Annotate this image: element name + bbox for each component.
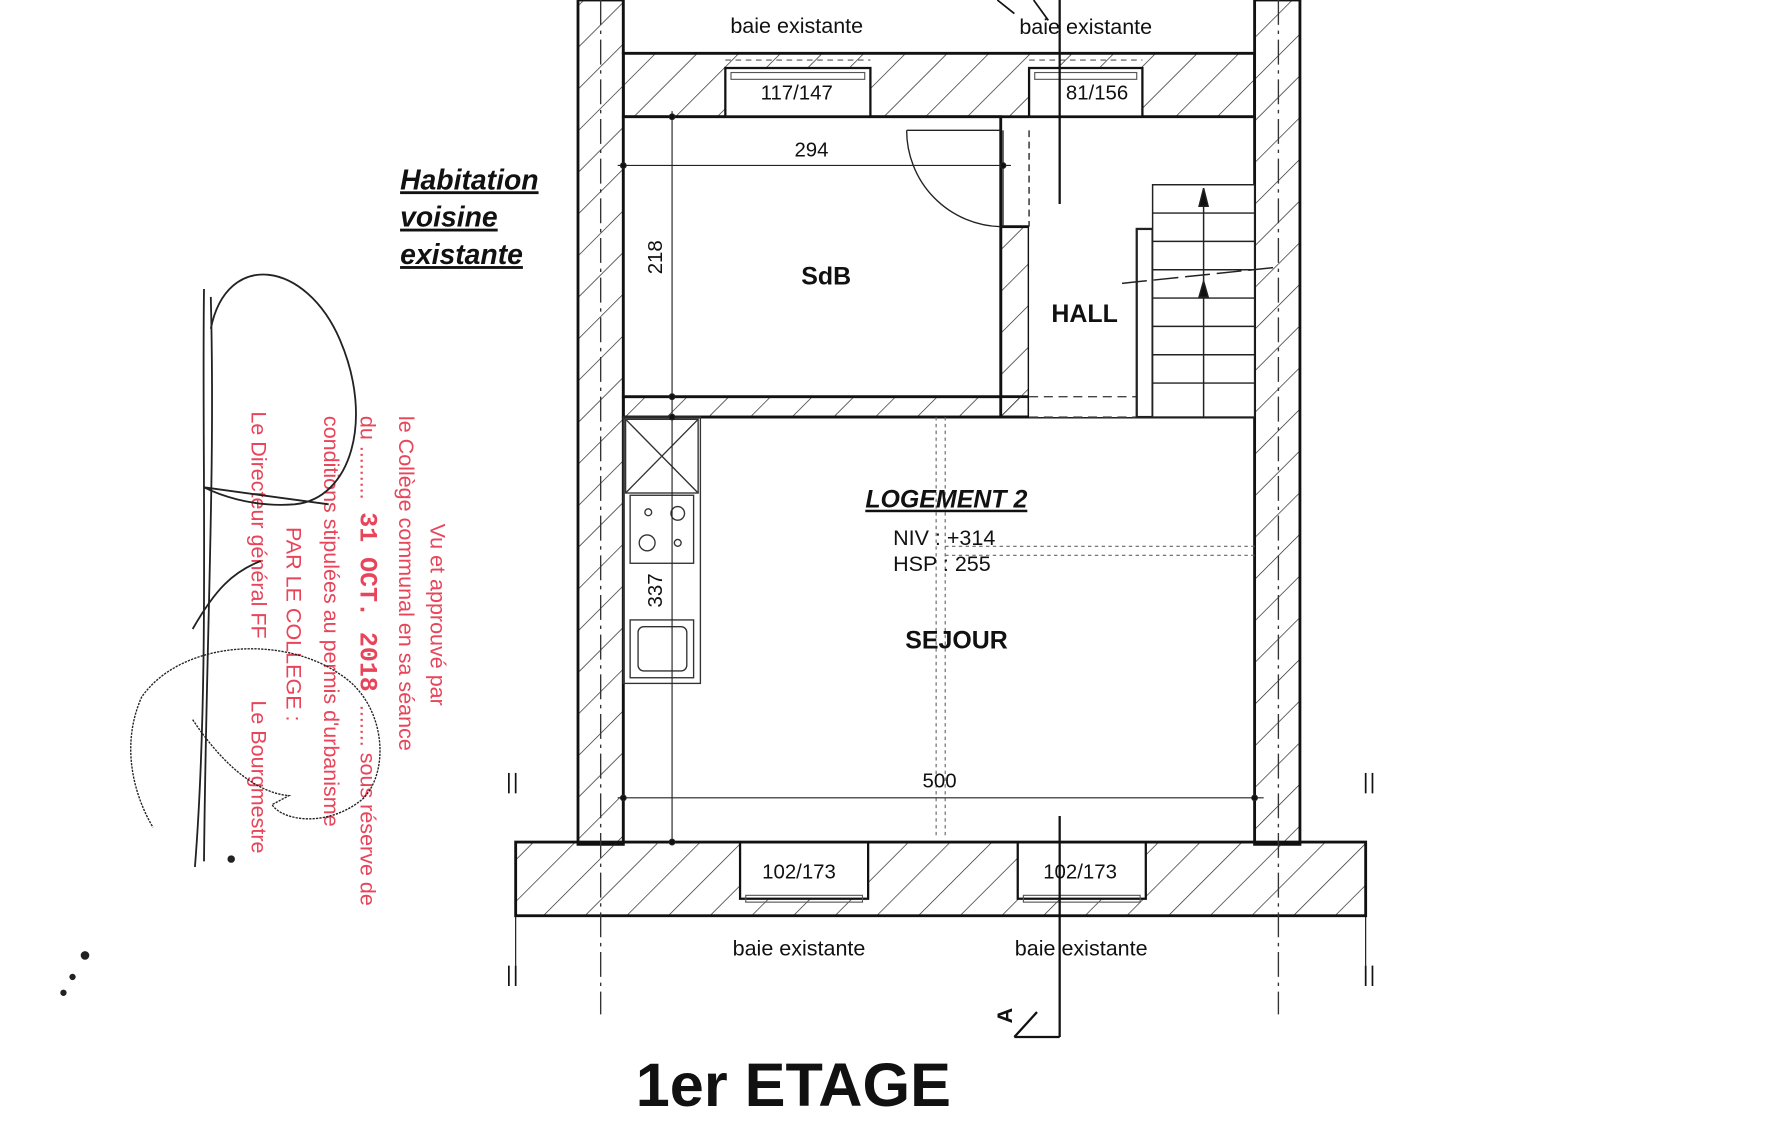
- staircase: [1121, 183, 1276, 419]
- stamp-line: Le Bourgmestre: [247, 700, 271, 853]
- section-line-a: [996, 0, 1061, 1039]
- neighbour-label-1: Habitation: [400, 164, 538, 196]
- walls: [514, 0, 1368, 918]
- dim-sdb-width: 294: [794, 139, 828, 161]
- neighbour-label-3: existante: [400, 239, 523, 271]
- stamp-line: conditions stipulées au permis d'urbanis…: [319, 416, 343, 827]
- window-top-left-size: 117/147: [761, 83, 833, 105]
- approval-stamp: Vu et approuvé par le Collège communal e…: [247, 411, 450, 905]
- section-mark: A: [993, 1008, 1017, 1024]
- ceiling-lines: [935, 417, 1255, 839]
- room-sejour: SEJOUR: [905, 626, 1008, 654]
- stamp-line: du .........: [355, 416, 379, 500]
- window-bottom-right-size: 102/173: [1043, 861, 1117, 883]
- ceiling-height: HSP : 255: [893, 552, 991, 576]
- dimension-lines: [617, 111, 1264, 846]
- break-marks: [508, 772, 1374, 986]
- room-hall: HALL: [1051, 300, 1117, 328]
- unit-title: LOGEMENT 2: [865, 486, 1027, 514]
- stamp-line: ....... sous réserve de: [355, 705, 379, 906]
- window-top-left-label: baie existante: [730, 14, 863, 38]
- dim-sejour-width: 500: [923, 771, 957, 793]
- kitchen: [622, 416, 702, 685]
- window-top-right-size: 81/156: [1066, 83, 1128, 105]
- window-sills: [725, 59, 1143, 903]
- dim-sdb-depth: 218: [645, 240, 667, 274]
- stamp-date: 31 OCT. 2018: [352, 512, 380, 691]
- stamp-line: le Collège communal en sa séance: [394, 416, 418, 751]
- stamp-line: Vu et approuvé par: [426, 524, 450, 706]
- hall-dashed: [1029, 395, 1137, 418]
- signature: [60, 273, 381, 996]
- dim-sejour-depth: 337: [645, 573, 667, 607]
- window-bottom-left-label: baie existante: [733, 936, 866, 960]
- window-top-right-label: baie existante: [1019, 15, 1152, 39]
- room-sdb: SdB: [801, 262, 851, 290]
- sink-icon: [629, 619, 695, 679]
- level: NIV : +314: [893, 526, 995, 550]
- stamp-line: Le Directeur général FF: [247, 411, 271, 638]
- window-bottom-right-label: baie existante: [1015, 936, 1148, 960]
- neighbour-label-2: voisine: [400, 202, 498, 234]
- floor-title: 1er ETAGE: [636, 1051, 951, 1119]
- cooktop-icon: [629, 494, 695, 564]
- door-sdb: [905, 129, 1030, 228]
- axis-lines: [599, 0, 1280, 1015]
- stamp-line: PAR LE COLLEGE :: [282, 527, 306, 722]
- window-bottom-left-size: 102/173: [762, 861, 836, 883]
